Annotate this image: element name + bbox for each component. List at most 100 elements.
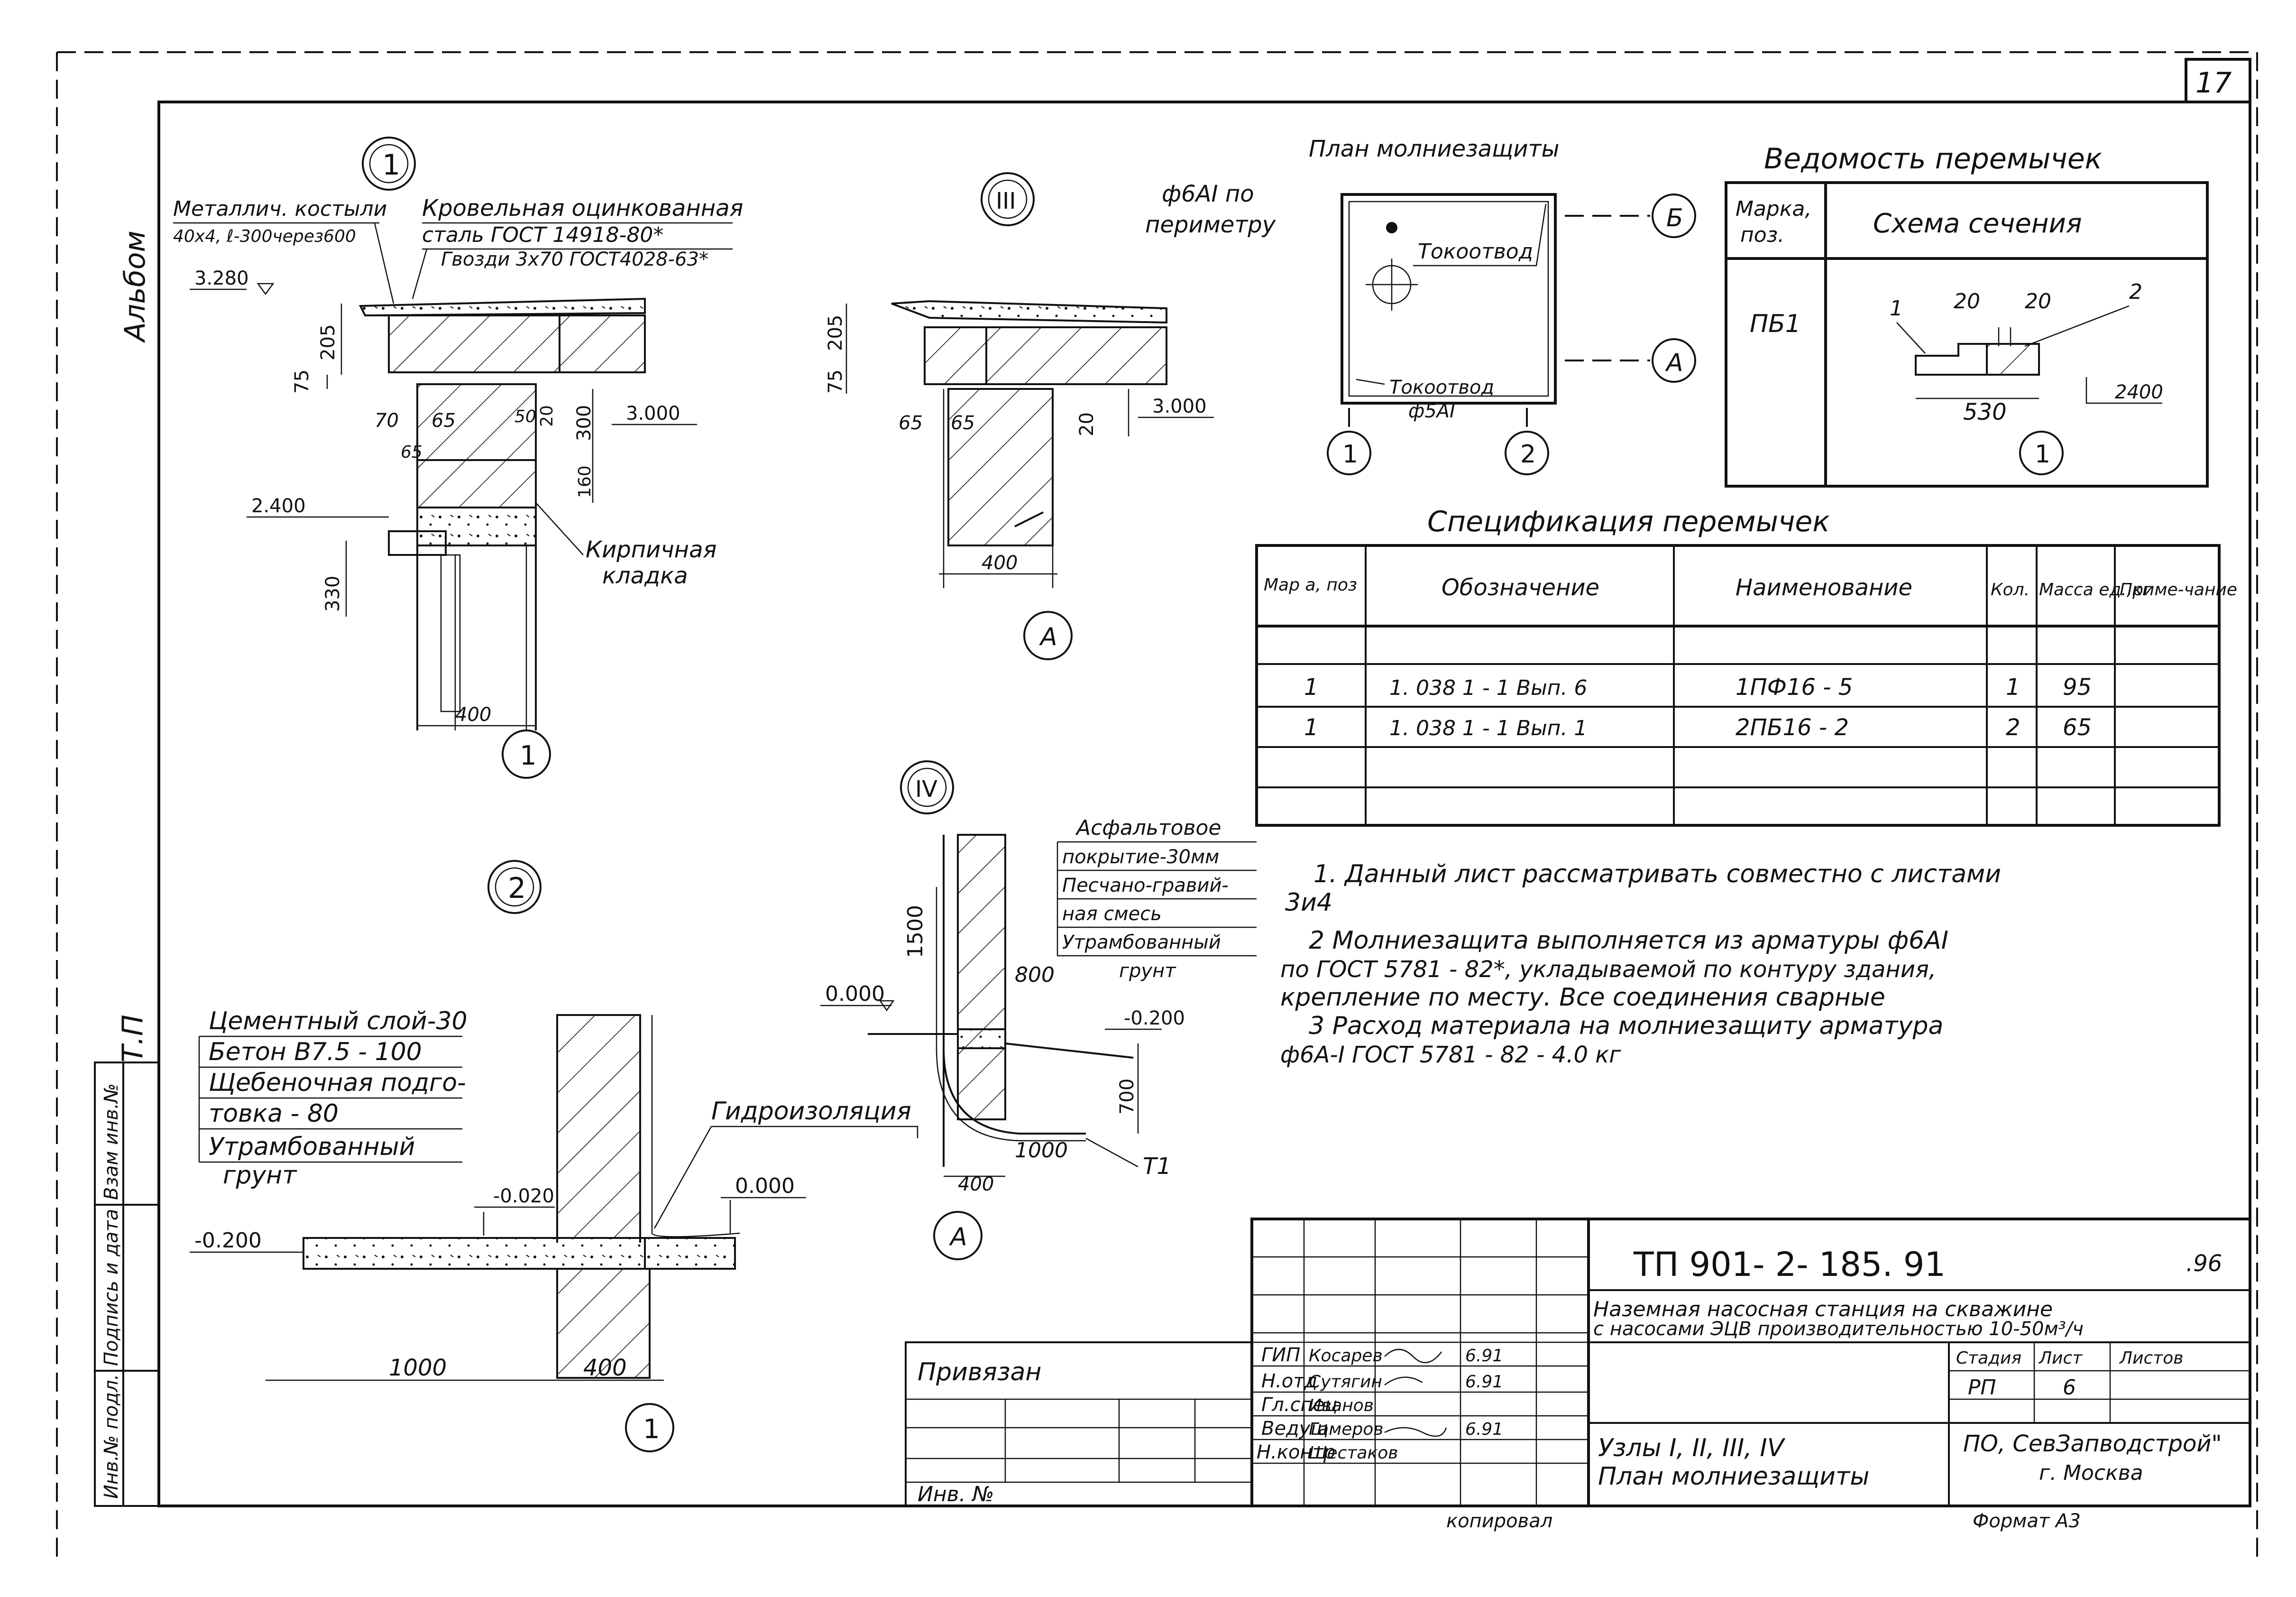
svg-text:75: 75 — [825, 369, 846, 394]
svg-text:2ПБ16 - 2: 2ПБ16 - 2 — [1736, 714, 1849, 741]
svg-text:IV: IV — [915, 776, 937, 803]
svg-text:III: III — [996, 188, 1016, 214]
sheet-title: Узлы I, II, III, IV — [1598, 1434, 1786, 1462]
table-row: 1 1. 038 1 - 1 Вып. 1 2ПБ16 - 2 2 65 — [1304, 714, 2092, 741]
svg-text:20: 20 — [1076, 412, 1098, 436]
svg-text:6.91: 6.91 — [1465, 1420, 1503, 1439]
svg-text:Токоотвод: Токоотвод — [1389, 377, 1494, 398]
col-qty: Кол. — [1991, 580, 2030, 600]
lintel-schedule: Ведомость перемычек Марка, поз. Схема се… — [1725, 142, 2209, 488]
svg-text:Гвозди 3х70 ГОСТ4028-63*: Гвозди 3х70 ГОСТ4028-63* — [441, 249, 708, 270]
col-mass: Масса ед.,кг — [2039, 580, 2152, 600]
svg-text:Косарев: Косарев — [1309, 1346, 1383, 1366]
lightning-plan: План молниезащиты ф6АI по периметру Токо… — [1145, 136, 1696, 475]
svg-text:-0.020: -0.020 — [493, 1185, 554, 1207]
svg-text:Токоотвод: Токоотвод — [1418, 240, 1533, 264]
svg-text:грунт: грунт — [1119, 960, 1176, 982]
svg-text:400: 400 — [982, 552, 1018, 574]
col-name: Наименование — [1736, 574, 1912, 601]
svg-text:Лист: Лист — [2038, 1348, 2083, 1368]
svg-text:1. Данный лист рассматривать с: 1. Данный лист рассматривать совместно с… — [1313, 860, 2001, 888]
svg-text:Ведущ: Ведущ — [1261, 1418, 1328, 1440]
svg-text:ф6А-I ГОСТ 5781 - 82 - 4.0 кг: ф6А-I ГОСТ 5781 - 82 - 4.0 кг — [1280, 1042, 1621, 1068]
svg-text:товка - 80: товка - 80 — [209, 1099, 339, 1128]
svg-text:по ГОСТ 5781 - 82*, укладываем: по ГОСТ 5781 - 82*, укладываемой по конт… — [1280, 956, 1936, 983]
svg-text:95: 95 — [2063, 674, 2092, 701]
svg-text:1000: 1000 — [389, 1355, 447, 1381]
svg-text:65: 65 — [432, 410, 456, 432]
svg-text:Листов: Листов — [2119, 1348, 2183, 1368]
svg-text:50: 50 — [514, 407, 536, 426]
svg-text:-0.200: -0.200 — [194, 1228, 262, 1253]
svg-text:2: 2 — [1520, 440, 1536, 469]
svg-text:Иванов: Иванов — [1309, 1396, 1374, 1415]
node-3-detail: III 205 75 65 65 20 3.000 400 А — [825, 172, 1214, 660]
node-4-detail: IV 0.000 1500 800 -0.200 700 1000 Т1 400… — [820, 760, 1257, 1260]
col-designation: Обозначение — [1442, 574, 1599, 601]
svg-text:2: 2 — [2129, 280, 2142, 304]
svg-text:Наземная насосная станция на с: Наземная насосная станция на скважине — [1593, 1297, 2053, 1321]
svg-text:1: 1 — [1304, 674, 1319, 701]
svg-text:1: 1 — [1342, 440, 1358, 469]
svg-text:6.91: 6.91 — [1465, 1372, 1503, 1392]
svg-text:65: 65 — [2063, 714, 2092, 741]
svg-text:20: 20 — [1954, 289, 1980, 314]
svg-text:Схема сечения: Схема сечения — [1873, 208, 2082, 239]
svg-text:0.000: 0.000 — [825, 982, 885, 1006]
svg-text:Шестаков: Шестаков — [1309, 1443, 1398, 1463]
svg-text:3.280: 3.280 — [194, 268, 249, 289]
svg-text:ф6АI по: ф6АI по — [1162, 181, 1254, 207]
svg-text:Бетон В7.5 - 100: Бетон В7.5 - 100 — [209, 1038, 422, 1066]
node-2-detail: 2 Цементный слой-30 Бетон В7.5 - 100 Щеб… — [190, 860, 918, 1452]
svg-text:65: 65 — [899, 412, 923, 434]
svg-text:Н.отд: Н.отд — [1261, 1370, 1317, 1392]
svg-text:205: 205 — [825, 315, 846, 351]
lintel-schedule-title: Ведомость перемычек — [1764, 142, 2102, 175]
svg-text:поз.: поз. — [1740, 223, 1784, 247]
svg-text:1. 038 1 - 1 Вып. 1: 1. 038 1 - 1 Вып. 1 — [1389, 716, 1587, 740]
svg-text:Щебеночная подго-: Щебеночная подго- — [209, 1069, 466, 1097]
svg-text:3и4: 3и4 — [1285, 888, 1332, 917]
svg-text:6.91: 6.91 — [1465, 1346, 1503, 1366]
svg-text:Формат А3: Формат А3 — [1973, 1510, 2081, 1532]
svg-text:70: 70 — [375, 410, 399, 432]
svg-text:Сутягин: Сутягин — [1309, 1372, 1382, 1392]
svg-text:Песчано-гравий-: Песчано-гравий- — [1062, 875, 1229, 896]
svg-text:А: А — [1665, 349, 1683, 377]
svg-text:ная смесь: ная смесь — [1062, 903, 1162, 925]
svg-text:План молниезащиты: План молниезащиты — [1598, 1462, 1869, 1491]
svg-text:Металлич. костыли: Металлич. костыли — [173, 197, 387, 221]
svg-text:3.000: 3.000 — [1152, 396, 1207, 417]
roof-covering — [358, 297, 646, 317]
svg-text:1: 1 — [1304, 714, 1319, 741]
svg-text:1: 1 — [520, 740, 537, 771]
svg-text:20: 20 — [2025, 289, 2051, 314]
svg-text:г. Москва: г. Москва — [2039, 1461, 2143, 1485]
svg-text:205: 205 — [317, 324, 339, 360]
floor-slab — [303, 1237, 646, 1270]
svg-text:сталь ГОСТ 14918-80*: сталь ГОСТ 14918-80* — [422, 223, 663, 247]
svg-text:Гидроизоляция: Гидроизоляция — [711, 1097, 911, 1126]
svg-text:20: 20 — [537, 405, 557, 427]
brick-wall-upper — [416, 383, 537, 461]
svg-text:ПБ1: ПБ1 — [1750, 310, 1801, 338]
svg-text:75: 75 — [291, 369, 313, 394]
svg-text:крепление по месту. Все соеди: крепление по месту. Все соединения сварн… — [1280, 983, 1885, 1012]
svg-text:40х4, ℓ-300через600: 40х4, ℓ-300через600 — [173, 227, 356, 246]
svg-text:ГИП: ГИП — [1261, 1344, 1300, 1366]
svg-text:400: 400 — [455, 704, 491, 726]
page-number: 17 — [2195, 66, 2232, 100]
lintel-spec-table: Спецификация перемычек Мар а, поз Обозна… — [1255, 505, 2237, 827]
svg-text:Инв. №: Инв. № — [918, 1482, 994, 1506]
svg-text:Гамеров: Гамеров — [1309, 1420, 1384, 1439]
col-pos: Мар а, поз — [1264, 575, 1357, 595]
svg-text:ПО, СевЗапводстрой": ПО, СевЗапводстрой" — [1963, 1431, 2222, 1457]
svg-text:1: 1 — [2006, 674, 2020, 701]
svg-text:кладка: кладка — [602, 563, 688, 589]
stamp-replace-inv: Взам инв.№ — [101, 1083, 122, 1200]
svg-text:530: 530 — [1963, 399, 2007, 425]
brick-wall-mid — [416, 459, 537, 508]
svg-text:700: 700 — [1116, 1079, 1138, 1115]
svg-text:300: 300 — [573, 405, 595, 441]
